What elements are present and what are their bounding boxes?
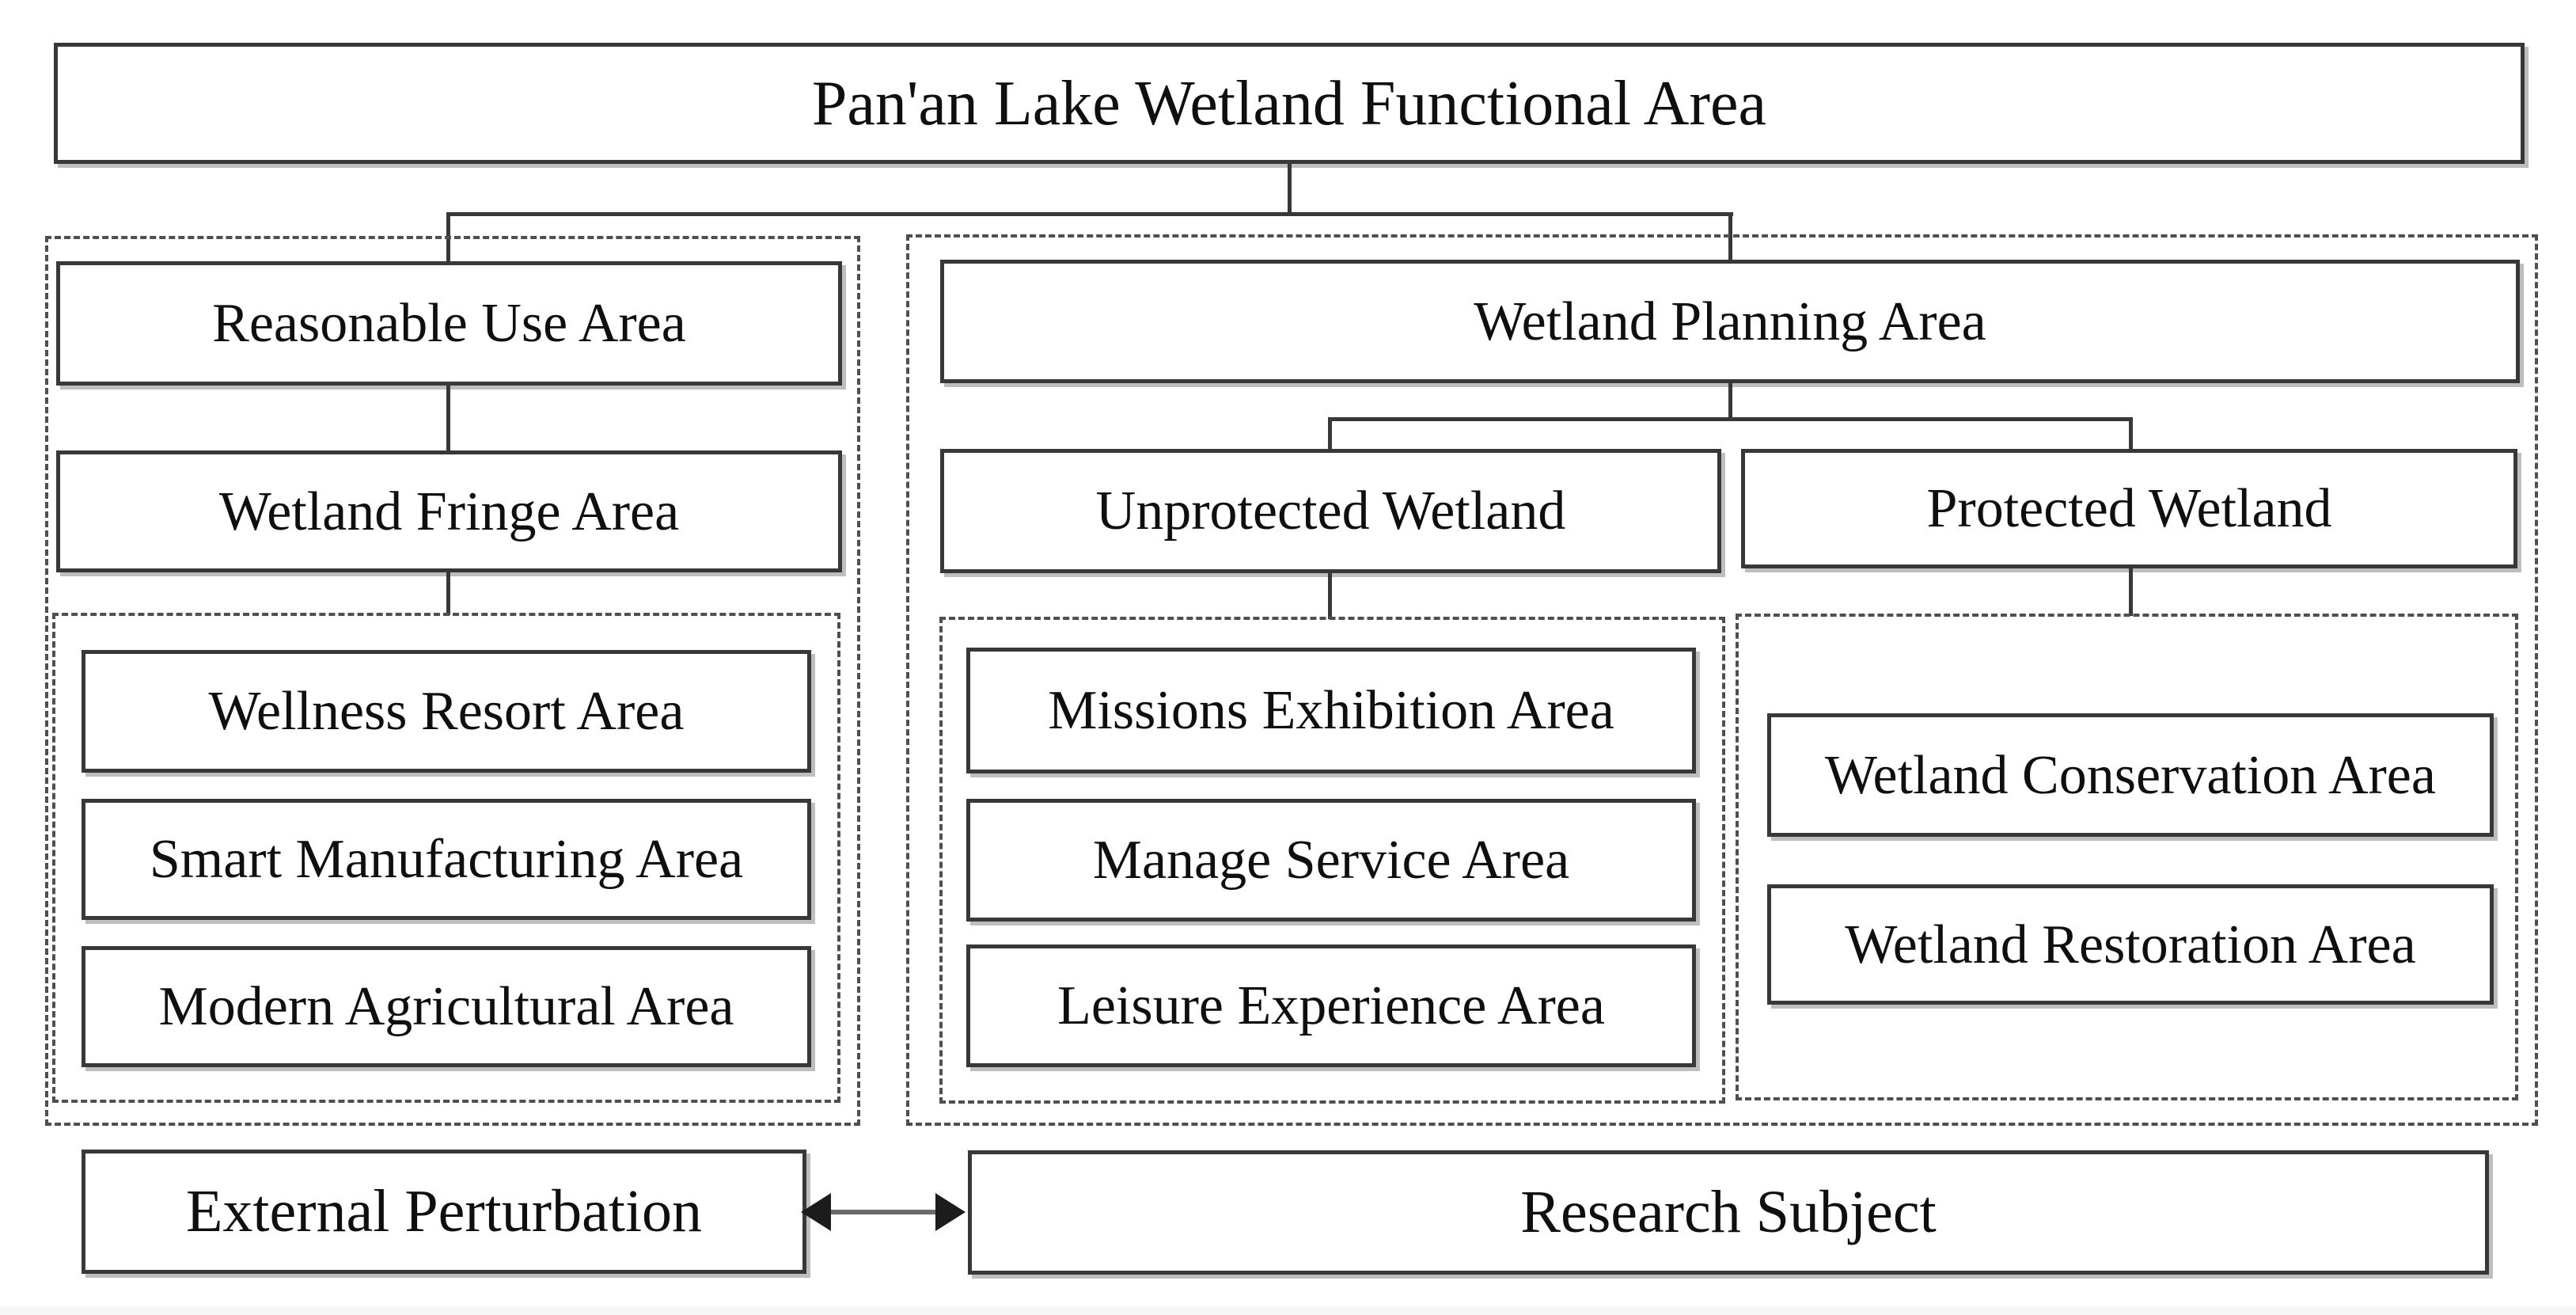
connector-fringe-to-leaves bbox=[446, 571, 450, 615]
node-wetland-conservation-area: Wetland Conservation Area bbox=[1767, 713, 2494, 837]
node-unprotected-wetland: Unprotected Wetland bbox=[940, 449, 1721, 573]
connector-root-horizontal bbox=[446, 212, 1733, 216]
connector-planning-horizontal bbox=[1328, 417, 2133, 421]
connector-root-drop bbox=[1288, 162, 1292, 215]
left-group-container bbox=[45, 236, 860, 1126]
bottom-edge-strip bbox=[0, 1306, 2576, 1315]
node-reasonable-use-area: Reasonable Use Area bbox=[56, 261, 842, 386]
unprotected-leaves-container bbox=[939, 617, 1725, 1104]
node-wellness-resort-area: Wellness Resort Area bbox=[82, 650, 811, 773]
node-research-subject: Research Subject bbox=[968, 1150, 2489, 1275]
connector-unprotected-to-leaves bbox=[1328, 572, 1332, 619]
connector-unprotected-drop bbox=[1328, 419, 1332, 450]
node-missions-exhibition-area: Missions Exhibition Area bbox=[966, 648, 1696, 773]
root-node-functional-area: Pan'an Lake Wetland Functional Area bbox=[54, 43, 2525, 164]
node-smart-manufacturing-area: Smart Manufacturing Area bbox=[82, 799, 811, 920]
connector-protected-drop bbox=[2129, 419, 2133, 450]
connector-planning-drop bbox=[1728, 382, 1732, 420]
connector-reasonable-to-fringe bbox=[446, 384, 450, 452]
node-modern-agricultural-area: Modern Agricultural Area bbox=[82, 946, 811, 1067]
node-wetland-restoration-area: Wetland Restoration Area bbox=[1767, 884, 2494, 1005]
node-wetland-fringe-area: Wetland Fringe Area bbox=[56, 450, 842, 572]
node-protected-wetland: Protected Wetland bbox=[1741, 449, 2517, 568]
right-arrowhead-icon bbox=[935, 1193, 966, 1231]
node-manage-service-area: Manage Service Area bbox=[966, 799, 1696, 922]
connector-right-branch-drop bbox=[1728, 214, 1732, 261]
node-external-perturbation: External Perturbation bbox=[82, 1150, 806, 1274]
left-leaves-container bbox=[52, 613, 840, 1103]
node-wetland-planning-area: Wetland Planning Area bbox=[940, 260, 2520, 383]
protected-leaves-container bbox=[1736, 614, 2518, 1100]
connector-protected-to-leaves bbox=[2129, 567, 2133, 616]
double-arrow-shaft bbox=[823, 1210, 943, 1214]
node-leisure-experience-area: Leisure Experience Area bbox=[966, 944, 1696, 1067]
right-group-container bbox=[906, 234, 2538, 1126]
left-arrowhead-icon bbox=[801, 1193, 831, 1231]
